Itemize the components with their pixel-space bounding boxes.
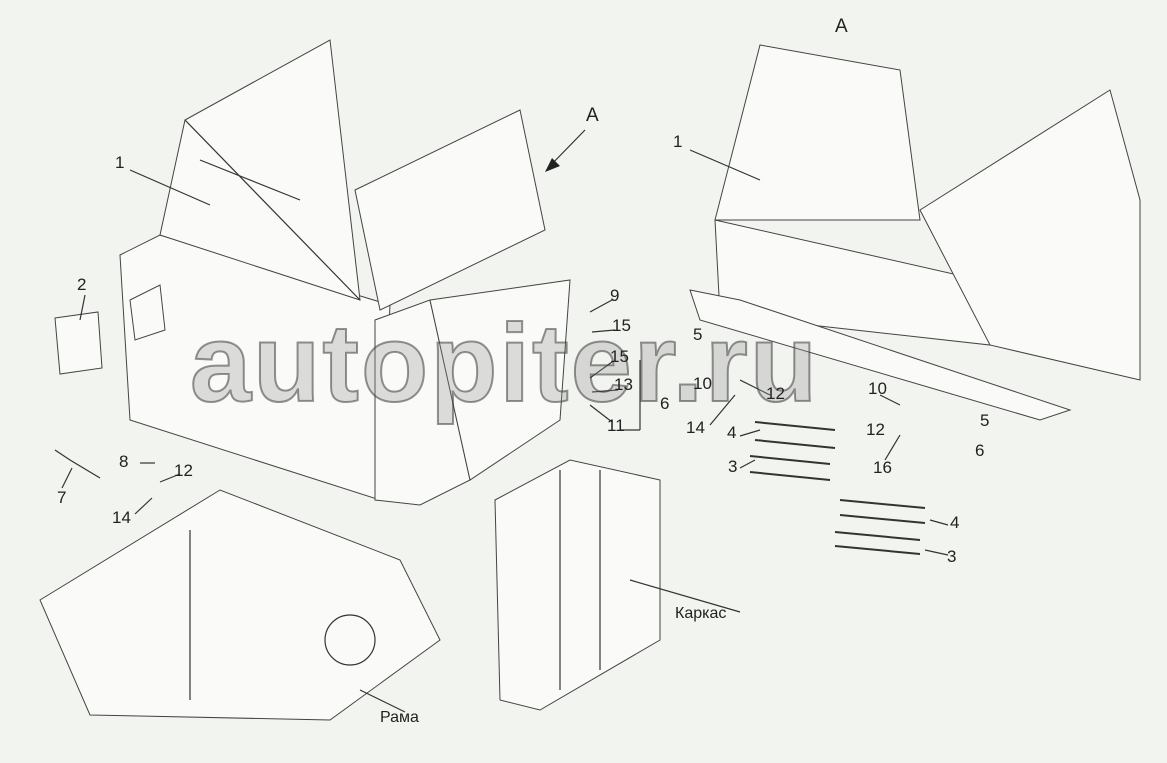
- callout-12: 12: [174, 461, 193, 480]
- callout-6: 6: [975, 441, 985, 460]
- frame-label: Рама: [380, 709, 419, 726]
- callout-3: 3: [728, 457, 738, 476]
- callout-14: 14: [112, 508, 131, 527]
- frame-rama: [39, 489, 441, 721]
- callout-13: 13: [614, 375, 633, 394]
- callout-1: 1: [115, 153, 125, 172]
- leader-lines: [61, 149, 949, 713]
- callout-11: 11: [607, 416, 625, 435]
- cab-left-view: [119, 39, 571, 506]
- callout-12: 12: [766, 384, 785, 403]
- watermark: autopiter.ru: [189, 301, 820, 426]
- carcass-karkas: [494, 459, 661, 711]
- view-a-label-top: A: [835, 16, 848, 37]
- callout-1: 1: [673, 132, 683, 151]
- callout-6: 6: [660, 394, 670, 413]
- callout-5: 5: [693, 325, 703, 344]
- callout-8: 8: [119, 452, 129, 471]
- carcass-label: Каркас: [675, 605, 727, 622]
- callout-4: 4: [727, 423, 737, 442]
- callout-2: 2: [77, 275, 87, 294]
- callout-7: 7: [57, 488, 67, 507]
- callout-4: 4: [950, 513, 960, 532]
- callout-10: 10: [868, 379, 887, 398]
- part-2-panel: [54, 311, 103, 375]
- callout-15: 15: [610, 347, 629, 366]
- part-7-bracket: [54, 449, 101, 479]
- callout-14: 14: [686, 418, 705, 437]
- view-arrow-a-head: [545, 158, 560, 172]
- callout-12: 12: [866, 420, 885, 439]
- view-a-arrow-label: A: [586, 105, 599, 126]
- callout-10: 10: [693, 374, 712, 393]
- callout-15: 15: [612, 316, 631, 335]
- callout-3: 3: [947, 547, 957, 566]
- callout-5: 5: [980, 411, 990, 430]
- callout-9: 9: [610, 286, 620, 305]
- callout-16: 16: [873, 458, 892, 477]
- cab-right-view: [689, 44, 1141, 421]
- strips: [749, 421, 926, 555]
